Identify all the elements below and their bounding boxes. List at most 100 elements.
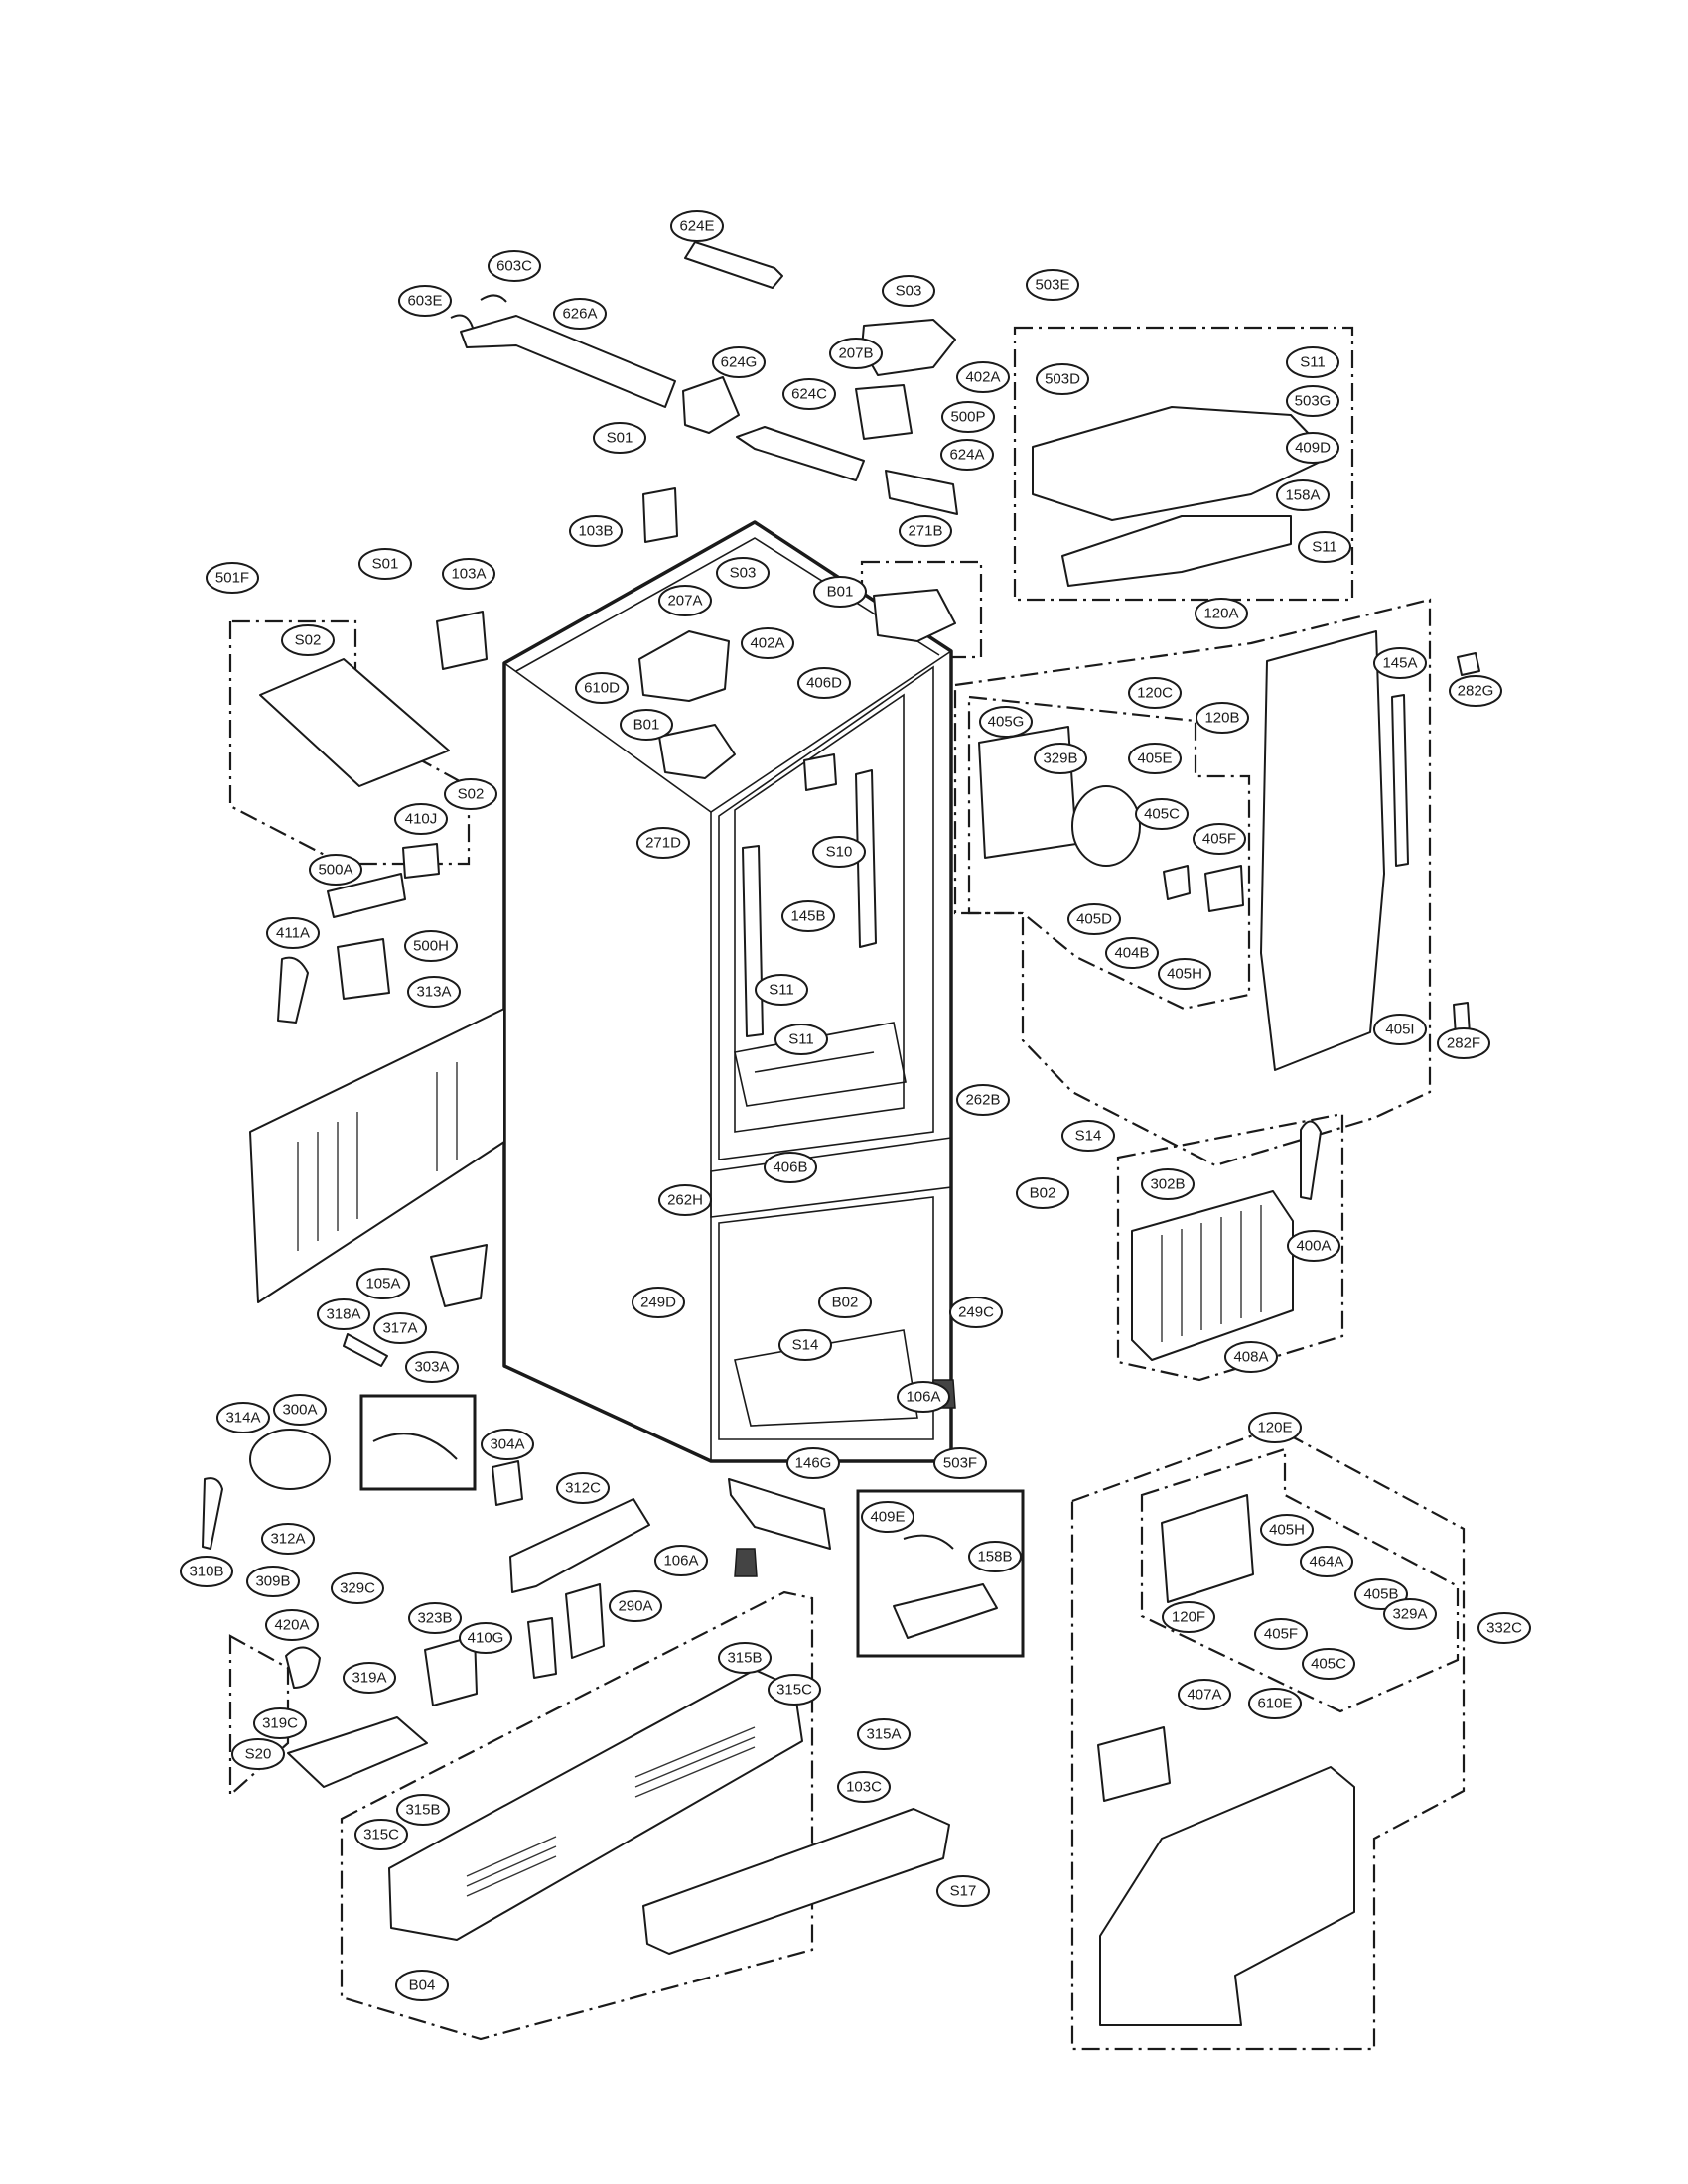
callout-319C: 319C <box>253 1707 307 1739</box>
callout-ellipse <box>899 515 952 547</box>
callout-603E: 603E <box>398 285 452 317</box>
refrigerator-cabinet <box>502 520 953 1463</box>
callout-S14a: S14 <box>1061 1120 1115 1152</box>
callout-145A: 145A <box>1373 647 1427 679</box>
part-303A-harness <box>372 1433 458 1460</box>
callout-text: 317A <box>382 1320 417 1337</box>
callout-271D: 271D <box>636 827 690 859</box>
part-313A <box>249 1008 505 1303</box>
callout-ellipse <box>265 1609 319 1641</box>
callout-ellipse <box>755 974 808 1006</box>
callout-ellipse <box>356 1268 410 1299</box>
callout-text: 329A <box>1392 1606 1427 1623</box>
callout-S01b: S01 <box>358 548 412 580</box>
callout-610D: 610D <box>575 672 629 704</box>
callout-464A: 464A <box>1300 1546 1353 1577</box>
callout-text: 310B <box>189 1564 223 1580</box>
group-box-303A <box>359 1394 477 1491</box>
callout-ellipse <box>956 361 1010 393</box>
callout-text: 624C <box>791 386 827 403</box>
callout-120C: 120C <box>1128 677 1182 709</box>
callout-ellipse <box>395 1970 449 2001</box>
part-312C <box>509 1498 650 1593</box>
cabinet-front-left-edge <box>503 650 952 813</box>
callout-ellipse <box>343 1662 396 1694</box>
part-105A <box>430 1244 488 1307</box>
callout-ellipse <box>1162 1601 1215 1633</box>
callout-ellipse <box>829 338 883 369</box>
callout-text: 323B <box>417 1610 452 1627</box>
callout-309B: 309B <box>246 1566 300 1597</box>
callout-503F: 503F <box>933 1447 987 1479</box>
callout-ellipse <box>1449 675 1502 707</box>
callout-ellipse <box>940 439 994 471</box>
callout-text: 332C <box>1486 1620 1522 1637</box>
part-302B-fins <box>1161 1205 1262 1342</box>
callout-329A: 329A <box>1383 1598 1437 1630</box>
callout-text: 410J <box>405 811 438 828</box>
callout-624E: 624E <box>670 210 724 242</box>
callout-S10: S10 <box>812 836 866 868</box>
callout-315A: 315A <box>857 1718 911 1750</box>
callout-S11d: S11 <box>774 1024 828 1055</box>
callout-290A: 290A <box>609 1590 662 1622</box>
callout-501F: 501F <box>206 562 259 594</box>
callout-text: 329B <box>1043 751 1077 767</box>
callout-409D: 409D <box>1286 432 1339 464</box>
callout-ellipse <box>261 1523 315 1555</box>
callout-ellipse <box>575 672 629 704</box>
callout-303A: 303A <box>405 1351 459 1383</box>
callout-ellipse <box>1286 385 1339 417</box>
callout-313A: 313A <box>407 976 461 1008</box>
callout-402Ab: 402A <box>956 361 1010 393</box>
callout-ellipse <box>488 250 541 282</box>
callout-ellipse <box>778 1329 832 1361</box>
callout-text: 318A <box>326 1306 360 1323</box>
callout-text: 405B <box>1363 1586 1398 1603</box>
part-304A <box>492 1460 523 1506</box>
callout-300A: 300A <box>273 1394 327 1426</box>
callout-ellipse <box>818 1287 872 1318</box>
part-500P <box>855 384 913 440</box>
callout-text: 405C <box>1144 806 1180 823</box>
part-120F <box>1161 1494 1254 1603</box>
callout-ellipse <box>180 1556 233 1587</box>
callout-text: 103A <box>451 566 486 583</box>
part-313A-vents <box>297 1062 458 1251</box>
callout-106Ab: 106A <box>654 1545 708 1576</box>
callout-317A: 317A <box>373 1312 427 1344</box>
part-290A <box>565 1583 605 1659</box>
part-626A <box>460 315 676 408</box>
callout-text: 106A <box>663 1553 698 1570</box>
callout-ellipse <box>968 1541 1022 1572</box>
part-319A <box>287 1716 428 1788</box>
callout-S11c: S11 <box>755 974 808 1006</box>
callout-text: 405F <box>1264 1626 1298 1643</box>
part-410J <box>402 843 440 879</box>
callout-text: 319A <box>352 1670 386 1687</box>
callout-ellipse <box>837 1771 891 1803</box>
part-271B <box>873 589 956 642</box>
fresh-food-liner <box>718 665 934 1160</box>
crisper-floor <box>734 1022 907 1107</box>
callout-405F: 405F <box>1193 823 1246 855</box>
callout-314A: 314A <box>216 1402 270 1433</box>
callout-405H: 405H <box>1158 958 1211 990</box>
callout-ellipse <box>1254 1618 1308 1650</box>
callout-315Bb: 315B <box>396 1794 450 1826</box>
callout-503E: 503E <box>1026 269 1079 301</box>
callout-S03a: S03 <box>882 275 935 307</box>
callout-ellipse <box>941 401 995 433</box>
callout-ellipse <box>358 548 412 580</box>
callout-text: 145B <box>790 908 825 925</box>
callout-158B: 158B <box>968 1541 1022 1572</box>
crisper-divider <box>754 1051 875 1073</box>
callout-ellipse <box>266 917 320 949</box>
part-103A <box>436 611 488 670</box>
part-603E <box>450 314 474 329</box>
callout-262H: 262H <box>658 1184 712 1216</box>
callout-B01a: B01 <box>813 576 867 608</box>
callout-text: 406B <box>773 1160 807 1176</box>
callout-406D: 406D <box>797 667 851 699</box>
callout-207B: 207B <box>829 338 883 369</box>
